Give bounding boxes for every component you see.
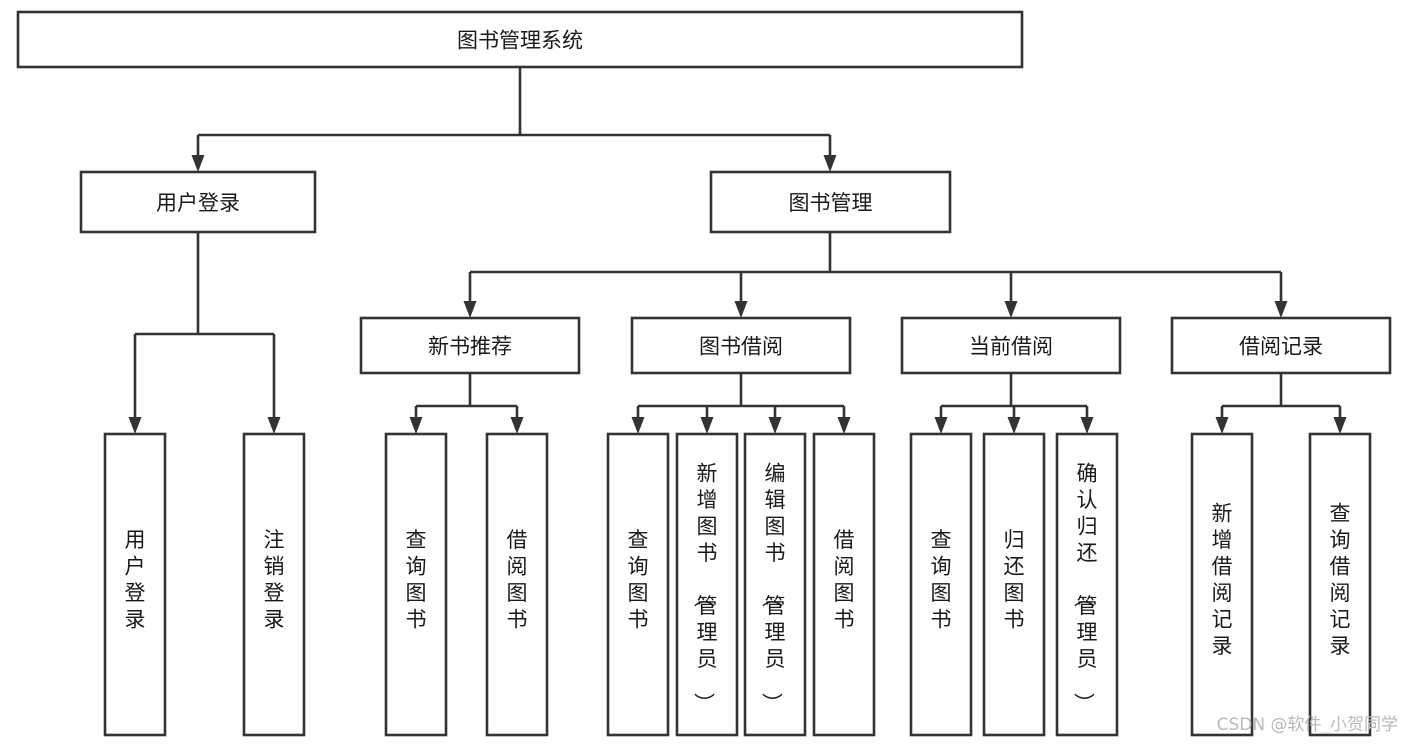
arrow-head (1007, 417, 1021, 434)
arrow-head (1274, 301, 1288, 318)
csdn-watermark: CSDN @软件_小贺同学 (1217, 715, 1398, 735)
node-label: 借阅图书 (507, 528, 528, 632)
node-leaf-confirm-return-admin[interactable]: 确认归还（管理员） (1055, 432, 1119, 737)
arrow-head (409, 417, 423, 434)
arrow-head (1333, 417, 1347, 434)
node-leaf-add-book-admin[interactable]: 新增图书（管理员） (675, 432, 739, 737)
arrow-head (631, 417, 645, 434)
connector-root-bus (191, 67, 837, 172)
arrow-head (1004, 301, 1018, 318)
node-box (1170, 316, 1392, 375)
node-label: 确认归还（管理员） (1072, 462, 1098, 714)
node-box (812, 432, 876, 737)
node-leaf-borrow-book-recommend[interactable]: 借阅图书 (485, 432, 549, 737)
arrow-head (267, 417, 281, 434)
node-box (630, 316, 852, 375)
arrow-head (191, 155, 205, 172)
arrow-head (128, 417, 142, 434)
node-box (909, 432, 973, 737)
connector-current-borrow-bus (934, 373, 1094, 434)
node-box (1308, 432, 1372, 737)
node-label: 查询图书 (406, 528, 427, 632)
node-box (79, 170, 317, 234)
arrow-head (823, 155, 837, 172)
node-box (743, 432, 807, 737)
node-label: 新书推荐 (428, 335, 512, 359)
node-label: 当前借阅 (969, 335, 1053, 359)
node-layer: 图书管理系统用户登录图书管理新书推荐图书借阅当前借阅借阅记录用户登录注销登录查询… (16, 10, 1392, 737)
node-leaf-query-book-current[interactable]: 查询图书 (909, 432, 973, 737)
node-box (982, 432, 1046, 737)
arrow-head (1080, 417, 1094, 434)
node-label: 查询图书 (628, 528, 649, 632)
arrow-head (510, 417, 524, 434)
node-current-borrow[interactable]: 当前借阅 (900, 316, 1122, 375)
node-leaf-add-borrow-record[interactable]: 新增借阅记录 (1190, 432, 1254, 737)
node-box (675, 432, 739, 737)
node-box (709, 170, 952, 234)
node-leaf-edit-book-admin[interactable]: 编辑图书（管理员） (743, 432, 807, 737)
node-box (16, 10, 1024, 69)
node-label: 编辑图书（管理员） (760, 462, 786, 714)
connector-new-book-recommend-bus (409, 373, 524, 434)
node-leaf-query-book-recommend[interactable]: 查询图书 (384, 432, 448, 737)
arrow-head (1215, 417, 1229, 434)
node-label: 图书借阅 (699, 335, 783, 359)
node-leaf-user-login[interactable]: 用户登录 (103, 432, 167, 737)
arrow-head (837, 417, 851, 434)
node-user-login[interactable]: 用户登录 (79, 170, 317, 234)
node-label: 用户登录 (125, 528, 146, 632)
connector-borrow-record-bus (1215, 373, 1347, 434)
node-book-management[interactable]: 图书管理 (709, 170, 952, 234)
node-box (359, 316, 581, 375)
arrow-head (768, 417, 782, 434)
node-label: 查询借阅记录 (1330, 501, 1351, 658)
arrow-head (734, 301, 748, 318)
node-label: 查询图书 (931, 528, 952, 632)
node-leaf-query-book-borrow[interactable]: 查询图书 (606, 432, 670, 737)
node-book-borrow[interactable]: 图书借阅 (630, 316, 852, 375)
node-box (485, 432, 549, 737)
node-label: 归还图书 (1004, 528, 1025, 632)
node-label: 用户登录 (156, 191, 240, 215)
node-label: 借阅图书 (834, 528, 855, 632)
node-borrow-record[interactable]: 借阅记录 (1170, 316, 1392, 375)
node-label: 借阅记录 (1239, 335, 1323, 359)
arrow-head (700, 417, 714, 434)
node-new-book-recommend[interactable]: 新书推荐 (359, 316, 581, 375)
arrow-head (934, 417, 948, 434)
node-leaf-query-borrow-record[interactable]: 查询借阅记录 (1308, 432, 1372, 737)
node-leaf-return-book[interactable]: 归还图书 (982, 432, 1046, 737)
node-box (900, 316, 1122, 375)
node-label: 新增借阅记录 (1212, 501, 1233, 658)
node-box (384, 432, 448, 737)
node-leaf-borrow-book[interactable]: 借阅图书 (812, 432, 876, 737)
node-box (606, 432, 670, 737)
node-label: 新增图书（管理员） (692, 462, 718, 714)
node-box (103, 432, 167, 737)
connector-book-management-bus (463, 232, 1288, 318)
node-root[interactable]: 图书管理系统 (16, 10, 1024, 69)
node-box (1055, 432, 1119, 737)
node-label: 图书管理 (789, 191, 873, 215)
node-leaf-logout-login[interactable]: 注销登录 (242, 432, 306, 737)
connector-book-borrow-bus (631, 373, 851, 434)
connector-layer (128, 67, 1347, 434)
node-box (242, 432, 306, 737)
node-label: 注销登录 (264, 528, 285, 632)
node-label: 图书管理系统 (457, 29, 583, 53)
node-box (1190, 432, 1254, 737)
connector-user-login-bus (128, 232, 281, 434)
arrow-head (463, 301, 477, 318)
